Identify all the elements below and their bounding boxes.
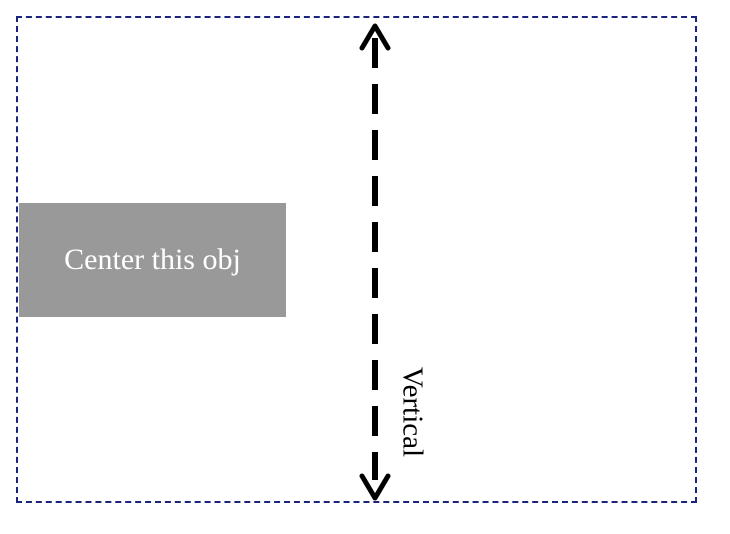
double-headed-vertical-arrow-icon: [359, 23, 391, 501]
center-object-box: Center this obj: [19, 203, 286, 317]
arrow-head-bottom: [359, 473, 391, 501]
center-object-label: Center this obj: [64, 243, 241, 276]
vertical-label: Vertical: [396, 366, 429, 458]
arrow-head-top: [359, 23, 391, 51]
dashed-container: [16, 16, 697, 503]
